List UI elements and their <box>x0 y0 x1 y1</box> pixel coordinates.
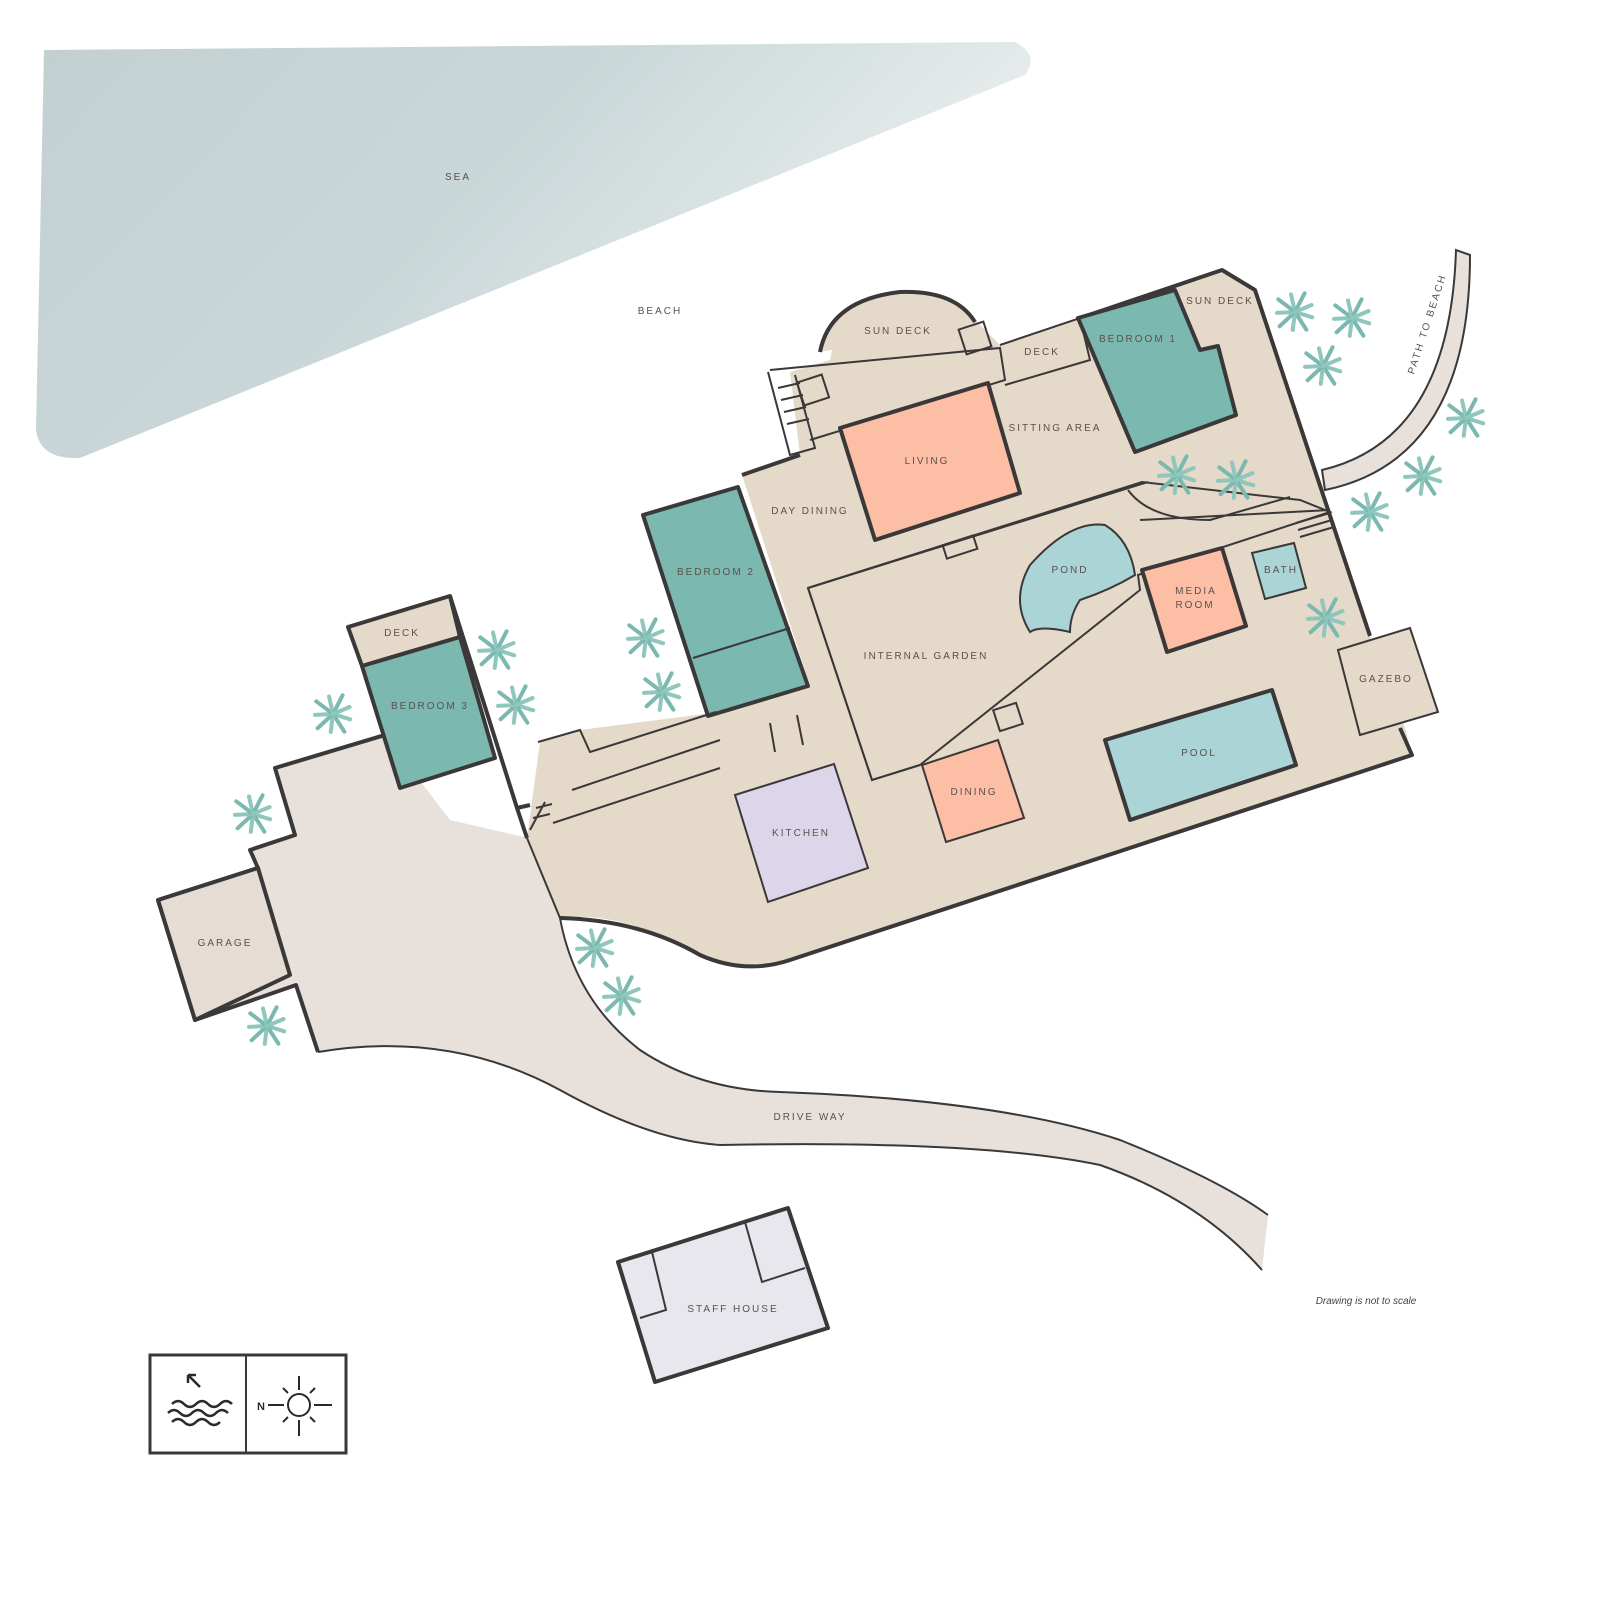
north-label: N <box>257 1401 265 1413</box>
internal-garden-label: INTERNAL GARDEN <box>864 651 989 662</box>
drive-way-label: DRIVE WAY <box>773 1112 846 1123</box>
bedroom-2 <box>641 485 810 718</box>
bedroom-1 <box>1076 288 1238 454</box>
pool-label: POOL <box>1181 748 1217 759</box>
tree-icon <box>1275 291 1315 332</box>
dining-room <box>920 738 1026 844</box>
living-room <box>838 381 1022 542</box>
staff-house <box>616 1206 830 1384</box>
tree-icon <box>1403 455 1443 496</box>
path-to-beach <box>1320 248 1472 492</box>
tree-icon <box>313 693 353 734</box>
driveway <box>158 735 1268 1270</box>
kitchen-label: KITCHEN <box>772 828 830 839</box>
deck-label-1: DECK <box>1024 347 1060 358</box>
beach-label: BEACH <box>638 306 682 317</box>
stairs <box>767 371 817 457</box>
sun-deck-1-label: SUN DECK <box>864 326 932 337</box>
gazebo-label: GAZEBO <box>1359 674 1413 685</box>
tree-icon <box>1306 597 1346 638</box>
tree-icon <box>1157 454 1197 495</box>
bath <box>1250 541 1308 601</box>
tree-icon <box>1446 397 1486 438</box>
media-room-label-line2: ROOM <box>1175 600 1214 611</box>
tree-icon <box>477 629 517 670</box>
tree-icon <box>1303 345 1343 386</box>
dining-label: DINING <box>951 787 998 798</box>
waves-arrow-icon <box>167 1373 233 1427</box>
sun-deck-1-outline <box>818 289 977 353</box>
sun-compass-icon <box>268 1376 332 1436</box>
staff-house-label: STAFF HOUSE <box>687 1304 778 1315</box>
tree-icon <box>575 927 615 968</box>
bedroom-3-label: BEDROOM 3 <box>391 701 469 712</box>
main-floor <box>527 270 1412 967</box>
tree-icon <box>247 1005 287 1046</box>
bedroom-2-label: BEDROOM 2 <box>677 567 755 578</box>
sea-area <box>36 42 1031 459</box>
tree-icon <box>496 684 536 725</box>
pool <box>1103 688 1298 822</box>
not-to-scale-note: Drawing is not to scale <box>1316 1296 1417 1307</box>
day-dining-label: DAY DINING <box>771 506 848 517</box>
tree-icon <box>233 793 273 834</box>
trees-group <box>233 291 1486 1046</box>
living-label: LIVING <box>905 456 950 467</box>
bedroom-3 <box>360 635 497 790</box>
garage-label: GARAGE <box>198 938 253 949</box>
gazebo <box>1336 626 1440 737</box>
sun-deck-2-label: SUN DECK <box>1186 296 1254 307</box>
tree-icon <box>642 671 682 712</box>
bath-label: BATH <box>1264 565 1298 576</box>
tree-icon <box>1216 459 1256 500</box>
tree-icon <box>1332 297 1372 338</box>
kitchen <box>733 762 870 904</box>
media-room <box>1140 546 1248 654</box>
legend: N <box>148 1353 348 1455</box>
sitting-area-label: SITTING AREA <box>1009 423 1102 434</box>
tree-icon <box>1350 491 1390 532</box>
deck-label-2: DECK <box>384 628 420 639</box>
pond <box>1019 523 1137 634</box>
garage <box>156 866 292 1022</box>
sea-label: SEA <box>445 172 471 183</box>
tree-icon <box>602 975 642 1016</box>
media-room-label-line1: MEDIA <box>1175 586 1217 597</box>
tree-icon <box>626 617 666 658</box>
pond-label: POND <box>1052 565 1089 576</box>
bedroom-1-label: BEDROOM 1 <box>1099 334 1177 345</box>
